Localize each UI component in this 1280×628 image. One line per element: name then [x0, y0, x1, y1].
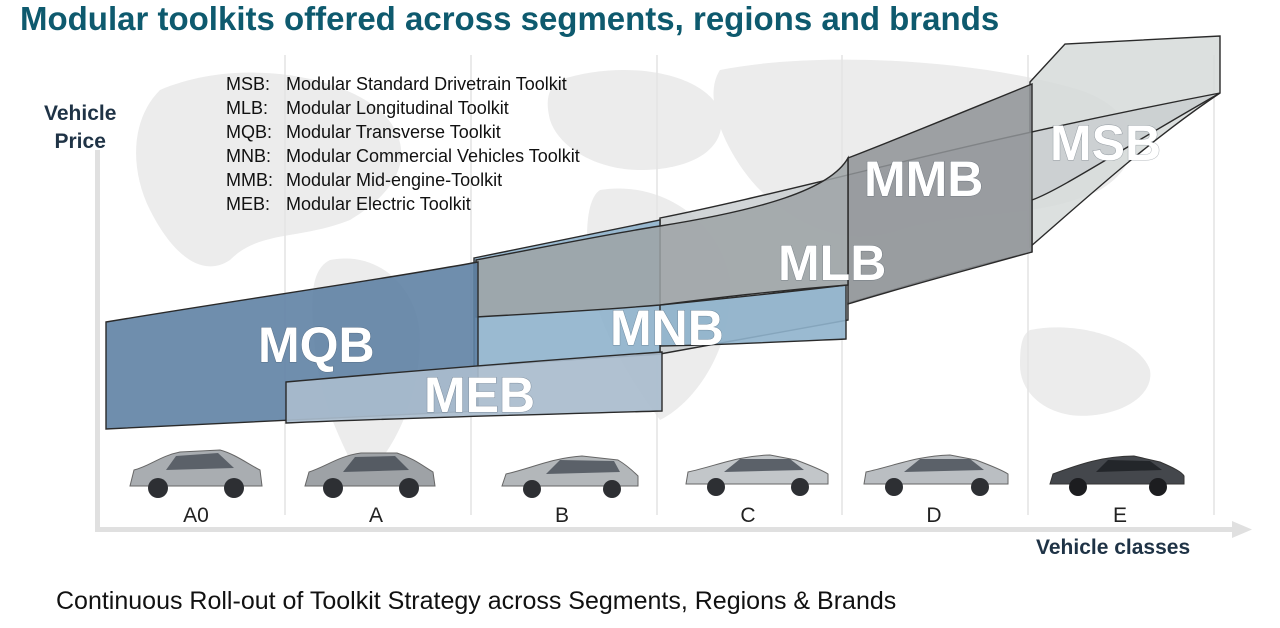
- legend-text: Modular Mid-engine-Toolkit: [286, 170, 503, 190]
- class-label-a0: A0: [183, 504, 209, 527]
- mmb-label: MMB: [864, 151, 983, 207]
- car-icon-a: [304, 452, 436, 498]
- y-axis-label-line2: Price: [54, 130, 106, 153]
- class-label-c: C: [740, 504, 756, 527]
- axes: [95, 150, 1252, 538]
- legend-row: MLB: Modular Longitudinal Toolkit: [226, 96, 580, 120]
- y-axis-label: Vehicle Price: [44, 100, 116, 156]
- car-icon-c: [685, 454, 829, 496]
- class-label-a: A: [368, 504, 383, 527]
- mqb-label: MQB: [258, 317, 375, 373]
- meb-band: [285, 351, 663, 424]
- page-title: Modular toolkits offered across segments…: [20, 0, 1000, 37]
- meb-label: MEB: [424, 367, 535, 423]
- y-axis-label-line1: Vehicle: [44, 102, 117, 125]
- legend-abbr: MSB:: [226, 74, 271, 94]
- legend-text: Modular Commercial Vehicles Toolkit: [286, 146, 580, 166]
- legend-abbr: MMB:: [226, 170, 273, 190]
- legend-text: Modular Electric Toolkit: [286, 194, 471, 214]
- class-label-e: E: [1112, 504, 1127, 527]
- legend-row: MQB: Modular Transverse Toolkit: [226, 120, 580, 144]
- legend-row: MMB: Modular Mid-engine-Toolkit: [226, 168, 580, 192]
- car-icon-a0: [129, 449, 263, 498]
- legend-text: Modular Transverse Toolkit: [286, 122, 501, 142]
- legend-row: MEB: Modular Electric Toolkit: [226, 192, 580, 216]
- car-icon-d: [863, 454, 1009, 496]
- car-icon-b: [501, 455, 639, 498]
- class-label-d: D: [926, 504, 942, 527]
- legend-text: Modular Standard Drivetrain Toolkit: [286, 74, 567, 94]
- legend-row: MNB: Modular Commercial Vehicles Toolkit: [226, 144, 580, 168]
- footer-caption: Continuous Roll-out of Toolkit Strategy …: [56, 587, 897, 615]
- msb-label: MSB: [1050, 115, 1161, 171]
- mlb-label: MLB: [778, 235, 886, 291]
- legend-abbr: MNB:: [226, 146, 271, 166]
- legend-abbr: MLB:: [226, 98, 269, 118]
- mnb-label: MNB: [610, 300, 724, 356]
- mnb-upper-band: [475, 155, 849, 318]
- legend-row: MSB: Modular Standard Drivetrain Toolkit: [226, 72, 580, 96]
- x-axis-label: Vehicle classes: [1036, 536, 1191, 559]
- legend-abbr: MEB:: [226, 194, 271, 214]
- legend-text: Modular Longitudinal Toolkit: [286, 98, 509, 118]
- legend-abbr: MQB:: [226, 122, 273, 142]
- car-icon-e: [1049, 455, 1185, 496]
- mmb-band: [847, 82, 1033, 305]
- class-label-b: B: [554, 504, 569, 527]
